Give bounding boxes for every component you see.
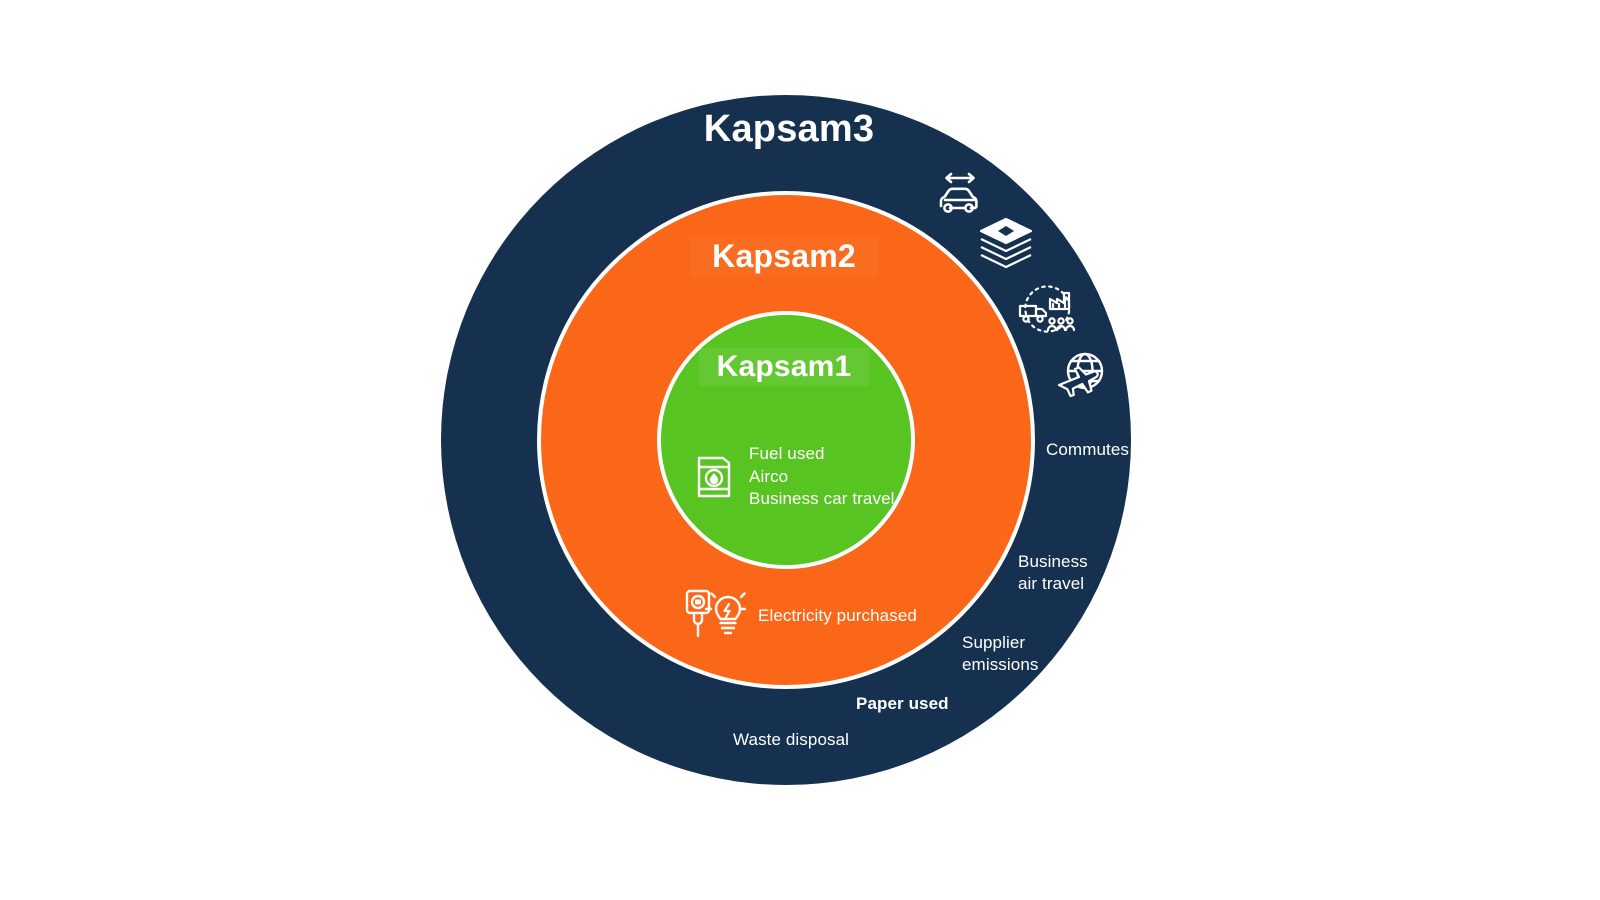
scope1-ring: [657, 311, 915, 569]
scope1-items-text: Fuel used Airco Business car travel: [749, 444, 895, 508]
scope1-title: Kapsam1: [698, 348, 870, 386]
scope3-label-business-air-travel: Business air travel: [1018, 552, 1088, 593]
scope3-title: Kapsam3: [703, 108, 875, 150]
socket-lightbulb-icon: [684, 587, 747, 645]
fuel-barrel-icon: [693, 452, 737, 502]
paper-stack-icon: [977, 216, 1035, 272]
scope2-title: Kapsam2: [690, 236, 878, 277]
supply-chain-icon: [1014, 274, 1080, 336]
scope2-items-text: Electricity purchased: [758, 606, 917, 625]
globe-airplane-icon: [1053, 349, 1109, 405]
scope1-item-list: Fuel used Airco Business car travel: [693, 443, 895, 511]
scope3-label-commutes: Commutes: [1046, 440, 1129, 459]
scope3-label-waste-disposal: Waste disposal: [733, 730, 850, 749]
scope3-label-paper-used: Paper used: [856, 694, 949, 713]
scope3-label-supplier-emissions: Supplier emissions: [962, 633, 1039, 674]
car-commute-icon: [935, 166, 991, 222]
scope2-item-list: Electricity purchased: [684, 587, 917, 645]
